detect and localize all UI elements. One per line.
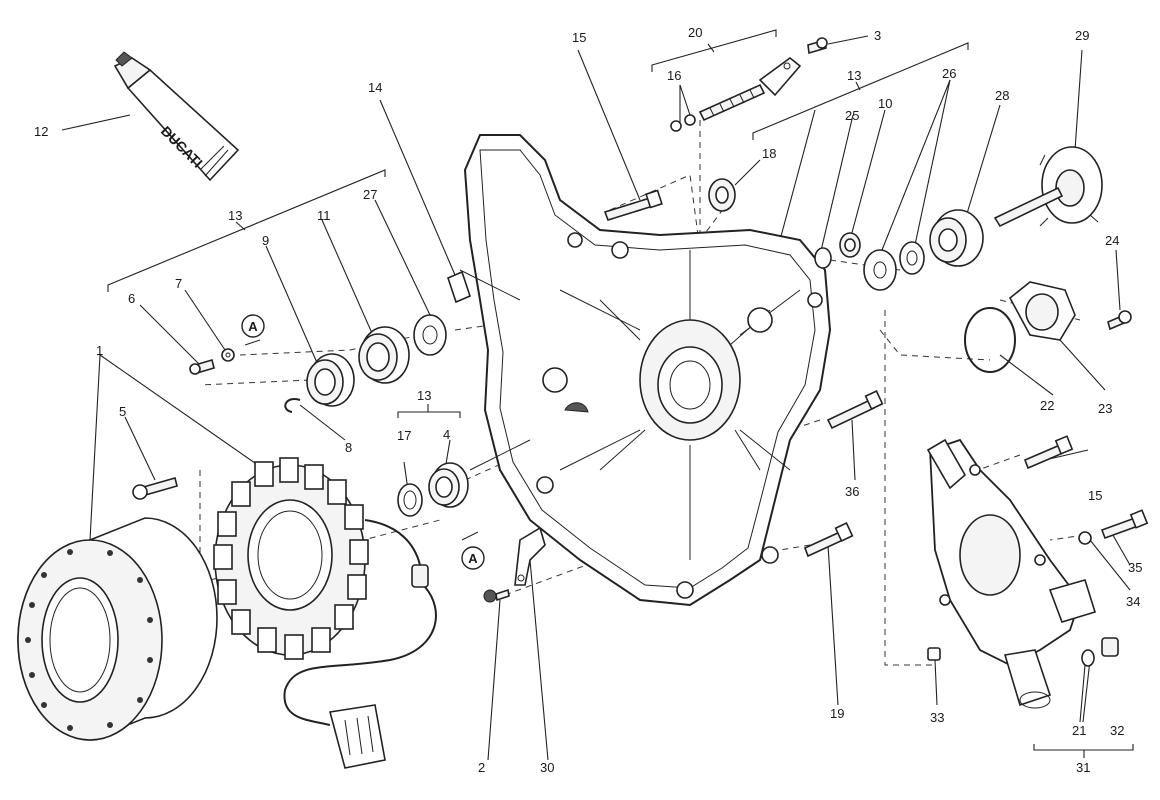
label-10: 10 (878, 96, 892, 111)
bolt-35 (1100, 509, 1149, 540)
label-4: 4 (443, 427, 450, 442)
label-21: 21 (1072, 723, 1086, 738)
bushing-14 (447, 270, 471, 304)
label-32: 32 (1110, 723, 1124, 738)
label-6: 6 (128, 291, 135, 306)
bolt-2 (483, 588, 510, 603)
flywheel-rotor (17, 517, 218, 741)
screw-5 (132, 477, 178, 500)
ring-25 (814, 247, 832, 269)
label-14: 14 (368, 80, 382, 95)
label-11: 11 (317, 208, 331, 223)
bearing-11 (358, 326, 410, 384)
bearing-9 (306, 353, 355, 407)
screw-3 (807, 37, 828, 55)
label-16: 16 (667, 68, 681, 83)
part-number-labels: 1 2 3 4 5 6 7 8 9 10 11 12 13 13 13 14 1… (34, 25, 1142, 775)
water-pump-cover (926, 438, 1097, 709)
leader-lines (61, 35, 1131, 761)
label-31: 31 (1076, 760, 1090, 775)
adjuster-20 (698, 56, 802, 122)
label-17: 17 (397, 428, 411, 443)
reference-marker-a-top: A (241, 314, 265, 346)
label-30: 30 (540, 760, 554, 775)
label-15-right: 15 (1088, 488, 1102, 503)
label-24: 24 (1105, 233, 1119, 248)
label-13-middle: 13 (417, 388, 431, 403)
grease-tube: DUCATI (113, 51, 240, 182)
label-35: 35 (1128, 560, 1142, 575)
circlip-8 (284, 398, 301, 413)
impeller-29 (993, 146, 1103, 228)
label-22: 22 (1040, 398, 1054, 413)
label-7: 7 (175, 276, 182, 291)
label-8: 8 (345, 440, 352, 455)
washer-26a (863, 249, 897, 291)
bolt-15-top (603, 189, 663, 221)
label-23: 23 (1098, 401, 1112, 416)
label-3: 3 (874, 28, 881, 43)
cover-gasket-22 (964, 307, 1016, 373)
marker-a-label-2: A (468, 551, 478, 566)
label-28: 28 (995, 88, 1009, 103)
label-9: 9 (262, 233, 269, 248)
label-13-right: 13 (847, 68, 861, 83)
label-5: 5 (119, 404, 126, 419)
bolt-19 (803, 522, 854, 558)
label-34: 34 (1126, 594, 1140, 609)
screw-6 (189, 358, 215, 375)
reference-marker-a-bottom: A (461, 531, 485, 570)
stator-coil (213, 457, 437, 769)
plug-32 (1101, 637, 1119, 657)
bearing-4 (428, 462, 469, 508)
crankcase-cover (459, 134, 832, 607)
gear-18 (708, 178, 736, 212)
seal-28 (929, 209, 984, 267)
label-19: 19 (830, 706, 844, 721)
washer-34 (1078, 531, 1092, 545)
label-2: 2 (478, 760, 485, 775)
label-33: 33 (930, 710, 944, 725)
marker-a-label: A (248, 319, 258, 334)
label-36: 36 (845, 484, 859, 499)
bolt-15-right (1023, 435, 1074, 470)
washer-21 (1081, 649, 1095, 667)
nut-16 (670, 114, 696, 132)
group-brackets (107, 29, 1134, 758)
washer-26b (899, 241, 925, 275)
label-13-left: 13 (228, 208, 242, 223)
label-29: 29 (1075, 28, 1089, 43)
washer-27 (413, 314, 447, 356)
bush-10 (839, 232, 861, 258)
cap-23 (1008, 281, 1076, 341)
label-25: 25 (845, 108, 859, 123)
plug-33 (927, 647, 941, 661)
washer-7 (221, 348, 235, 362)
bracket-30 (514, 526, 546, 586)
label-18: 18 (762, 146, 776, 161)
label-12: 12 (34, 124, 48, 139)
label-26: 26 (942, 66, 956, 81)
bolt-36 (826, 390, 884, 430)
label-1: 1 (96, 343, 103, 358)
label-20: 20 (688, 25, 702, 40)
label-15-top: 15 (572, 30, 586, 45)
label-27: 27 (363, 187, 377, 202)
screw-24 (1107, 310, 1132, 331)
circlip-17 (397, 483, 423, 517)
